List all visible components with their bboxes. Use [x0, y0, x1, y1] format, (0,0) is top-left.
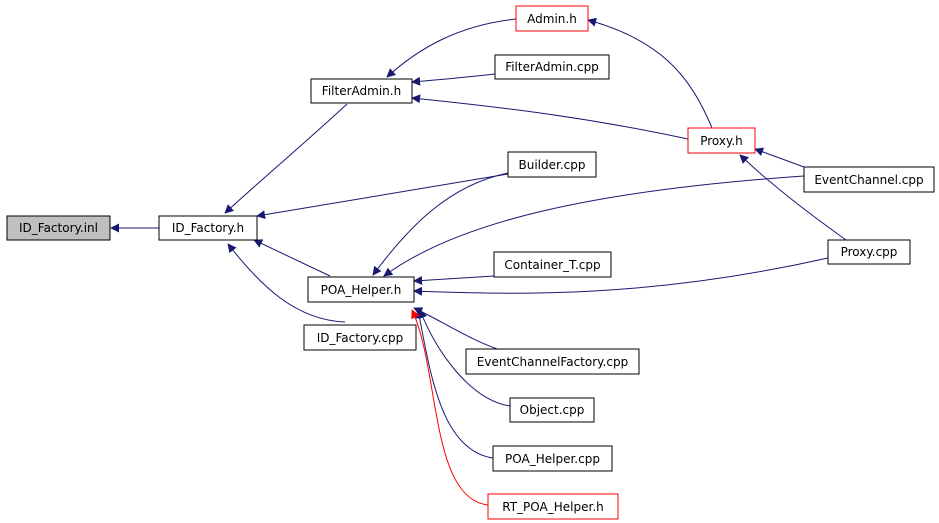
node-poa-helper-cpp[interactable]: POA_Helper.cpp [492, 445, 613, 472]
edge-admin-h-to-filteradmin-h [386, 18, 517, 78]
node-eventchannel-cpp[interactable]: EventChannel.cpp [803, 166, 935, 193]
node-label-proxy-cpp: Proxy.cpp [841, 245, 898, 259]
node-container-t-cpp[interactable]: Container_T.cpp [493, 251, 612, 278]
node-eventchannelfactory-cpp[interactable]: EventChannelFactory.cpp [465, 348, 640, 375]
edge-filteradmin-cpp-to-filteradmin-h [411, 73, 496, 86]
node-admin-h[interactable]: Admin.h [515, 5, 589, 32]
node-label-id-factory-cpp: ID_Factory.cpp [317, 331, 404, 345]
edge-builder-cpp-to-poa-helper-h [372, 172, 509, 276]
node-label-filteradmin-h: FilterAdmin.h [322, 84, 401, 98]
edge-rt-poa-helper-h-to-poa-helper-h [411, 309, 489, 506]
node-filteradmin-cpp[interactable]: FilterAdmin.cpp [494, 54, 610, 80]
node-label-poa-helper-cpp: POA_Helper.cpp [505, 452, 600, 466]
node-proxy-cpp[interactable]: Proxy.cpp [827, 239, 911, 265]
graph-nodes: ID_Factory.inl ID_Factory.h FilterAdmin.… [6, 5, 935, 520]
edge-eventchannel-cpp-to-proxy-h [754, 147, 805, 168]
node-rt-poa-helper-h[interactable]: RT_POA_Helper.h [487, 493, 619, 520]
node-label-filteradmin-cpp: FilterAdmin.cpp [505, 60, 599, 74]
edge-proxy-cpp-to-poa-helper-h [413, 257, 829, 296]
edge-builder-cpp-to-id-factory-h [256, 173, 509, 220]
node-proxy-h[interactable]: Proxy.h [687, 127, 756, 154]
node-label-eventchannelfactory-cpp: EventChannelFactory.cpp [477, 355, 628, 369]
node-label-proxy-h: Proxy.h [700, 134, 743, 148]
node-id-factory-h[interactable]: ID_Factory.h [158, 215, 258, 241]
node-label-builder-cpp: Builder.cpp [519, 158, 586, 172]
node-builder-cpp[interactable]: Builder.cpp [507, 151, 597, 178]
node-label-eventchannel-cpp: EventChannel.cpp [814, 173, 923, 187]
edge-eventchannelfactory-cpp-to-poa-helper-h [413, 307, 501, 351]
edge-eventchannel-cpp-to-poa-helper-h [383, 175, 805, 277]
node-object-cpp[interactable]: Object.cpp [509, 397, 595, 423]
edge-proxy-h-to-admin-h [587, 17, 713, 129]
edge-poa-helper-cpp-to-poa-helper-h [415, 309, 494, 459]
node-label-container-t-cpp: Container_T.cpp [504, 258, 600, 272]
edge-container-t-cpp-to-poa-helper-h [413, 275, 495, 285]
edge-proxy-h-to-filteradmin-h [411, 94, 689, 140]
node-poa-helper-h[interactable]: POA_Helper.h [307, 276, 415, 303]
node-label-rt-poa-helper-h: RT_POA_Helper.h [502, 500, 603, 514]
dependency-edges [110, 17, 847, 506]
edge-object-cpp-to-poa-helper-h [418, 309, 511, 407]
edge-proxy-cpp-to-proxy-h [739, 154, 847, 241]
node-label-id-factory-inl: ID_Factory.inl [19, 221, 98, 235]
edge-filteradmin-h-to-id-factory-h [224, 103, 348, 214]
node-label-poa-helper-h: POA_Helper.h [321, 283, 402, 297]
node-id-factory-inl[interactable]: ID_Factory.inl [6, 215, 111, 241]
node-label-object-cpp: Object.cpp [520, 403, 585, 417]
node-id-factory-cpp[interactable]: ID_Factory.cpp [303, 324, 417, 351]
edge-id-factory-cpp-to-id-factory-h [227, 243, 346, 323]
edge-poa-helper-h-to-id-factory-h [253, 239, 331, 277]
node-filteradmin-h[interactable]: FilterAdmin.h [310, 78, 413, 104]
node-label-id-factory-h: ID_Factory.h [172, 221, 244, 235]
node-label-admin-h: Admin.h [527, 12, 577, 26]
